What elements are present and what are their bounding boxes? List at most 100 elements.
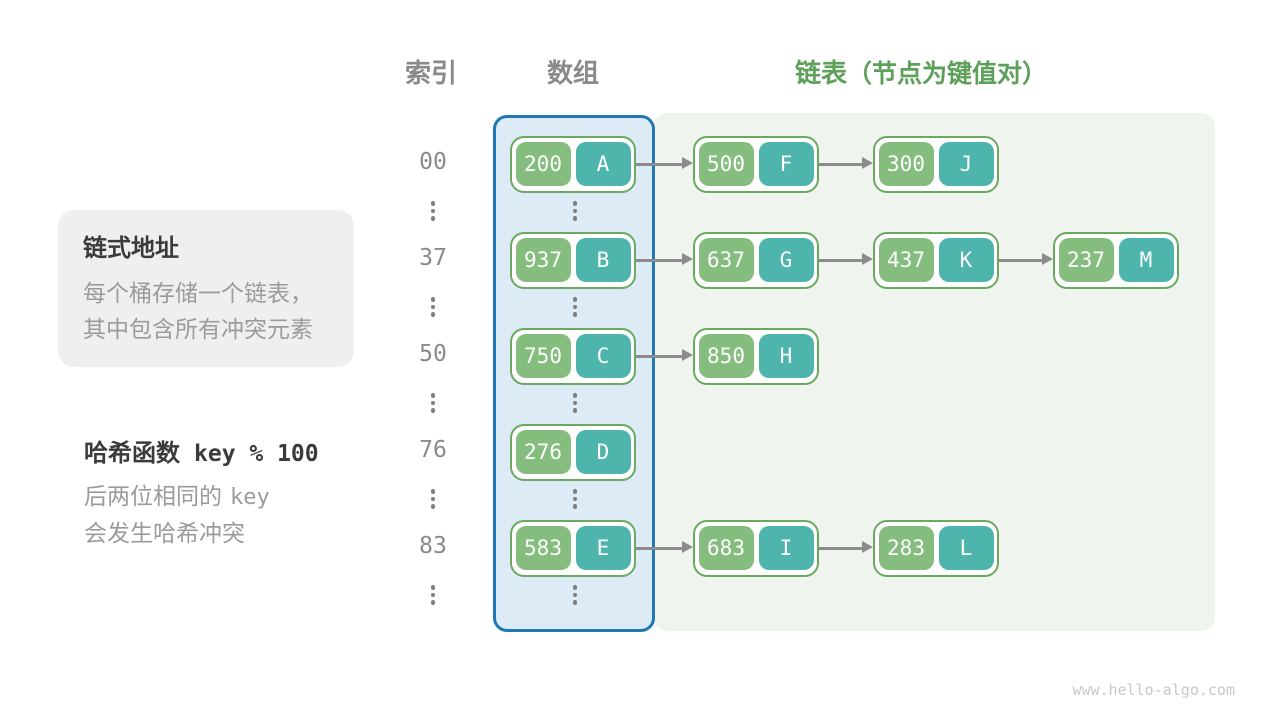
key-cell: 200 <box>515 142 571 186</box>
hash-function-label: 哈希函数 <box>84 439 180 467</box>
next-pointer-arrow-line <box>998 258 1043 262</box>
dot <box>430 489 435 494</box>
dot <box>430 408 435 413</box>
next-pointer-arrow-head <box>682 541 693 553</box>
next-pointer-arrow-line <box>635 546 683 550</box>
next-pointer-arrow-line <box>818 258 863 262</box>
value-cell: E <box>575 526 631 570</box>
linked-list-note: （节点为键值对） <box>847 59 1048 88</box>
dot <box>572 600 577 605</box>
key-cell: 850 <box>698 334 754 378</box>
index-ellipsis-icon <box>430 393 435 413</box>
linked-list-label: 链表 <box>795 59 848 89</box>
key-cell: 283 <box>878 526 934 570</box>
key-cell: 750 <box>515 334 571 378</box>
key-cell: 583 <box>515 526 571 570</box>
index-ellipsis-icon <box>430 201 435 221</box>
array-column-header: 数组 <box>547 59 600 89</box>
hash-function-title: 哈希函数 key % 100 <box>84 433 319 468</box>
value-cell: H <box>758 334 814 378</box>
value-cell: D <box>575 430 631 474</box>
dot <box>572 489 577 494</box>
key-cell: 237 <box>1058 238 1114 282</box>
linked-list-column-header: 链表（节点为键值对） <box>795 53 1047 90</box>
array-ellipsis-icon <box>572 393 577 413</box>
dot <box>572 504 577 509</box>
next-pointer-arrow-head <box>862 253 873 265</box>
dot <box>572 400 577 405</box>
dot <box>430 201 435 206</box>
next-pointer-arrow-head <box>682 349 693 361</box>
index-label: 00 <box>419 149 447 175</box>
value-cell: F <box>758 142 814 186</box>
index-label: 76 <box>419 437 447 463</box>
key-cell: 637 <box>698 238 754 282</box>
next-pointer-arrow-head <box>682 157 693 169</box>
next-pointer-arrow-line <box>818 546 863 550</box>
value-cell: A <box>575 142 631 186</box>
dot <box>430 400 435 405</box>
array-ellipsis-icon <box>572 585 577 605</box>
next-pointer-arrow-head <box>862 157 873 169</box>
next-pointer-arrow-line <box>635 354 683 358</box>
dot <box>430 304 435 309</box>
chaining-info-box: 链式地址 每个桶存储一个链表， 其中包含所有冲突元素 <box>58 210 354 367</box>
info-box-line2: 其中包含所有冲突元素 <box>83 317 313 343</box>
value-cell: C <box>575 334 631 378</box>
key-cell: 937 <box>515 238 571 282</box>
key-cell: 300 <box>878 142 934 186</box>
dot <box>572 496 577 501</box>
value-cell: L <box>938 526 994 570</box>
value-cell: B <box>575 238 631 282</box>
key-cell: 437 <box>878 238 934 282</box>
index-label: 37 <box>419 245 447 271</box>
value-cell: I <box>758 526 814 570</box>
value-cell: K <box>938 238 994 282</box>
hash-note-line2: 会发生哈希冲突 <box>84 521 245 547</box>
dot <box>430 496 435 501</box>
array-ellipsis-icon <box>572 489 577 509</box>
dot <box>430 297 435 302</box>
next-pointer-arrow-line <box>635 162 683 166</box>
dot <box>430 208 435 213</box>
dot <box>572 408 577 413</box>
next-pointer-arrow-head <box>682 253 693 265</box>
dot <box>572 312 577 317</box>
dot <box>430 312 435 317</box>
hash-note-line1-code: key <box>230 485 270 510</box>
dot <box>430 592 435 597</box>
value-cell: M <box>1118 238 1174 282</box>
dot <box>572 201 577 206</box>
dot <box>572 393 577 398</box>
dot <box>572 297 577 302</box>
info-box-title: 链式地址 <box>83 234 179 262</box>
watermark: www.hello-algo.com <box>1072 681 1235 699</box>
index-label: 50 <box>419 341 447 367</box>
info-box-line1: 每个桶存储一个链表， <box>83 281 313 307</box>
dot <box>430 585 435 590</box>
key-cell: 683 <box>698 526 754 570</box>
dot <box>572 304 577 309</box>
dot <box>430 393 435 398</box>
index-ellipsis-icon <box>430 585 435 605</box>
index-label: 83 <box>419 533 447 559</box>
index-ellipsis-icon <box>430 489 435 509</box>
hash-function-formula: key % 100 <box>194 441 319 467</box>
next-pointer-arrow-line <box>635 258 683 262</box>
next-pointer-arrow-line <box>818 162 863 166</box>
array-ellipsis-icon <box>572 201 577 221</box>
